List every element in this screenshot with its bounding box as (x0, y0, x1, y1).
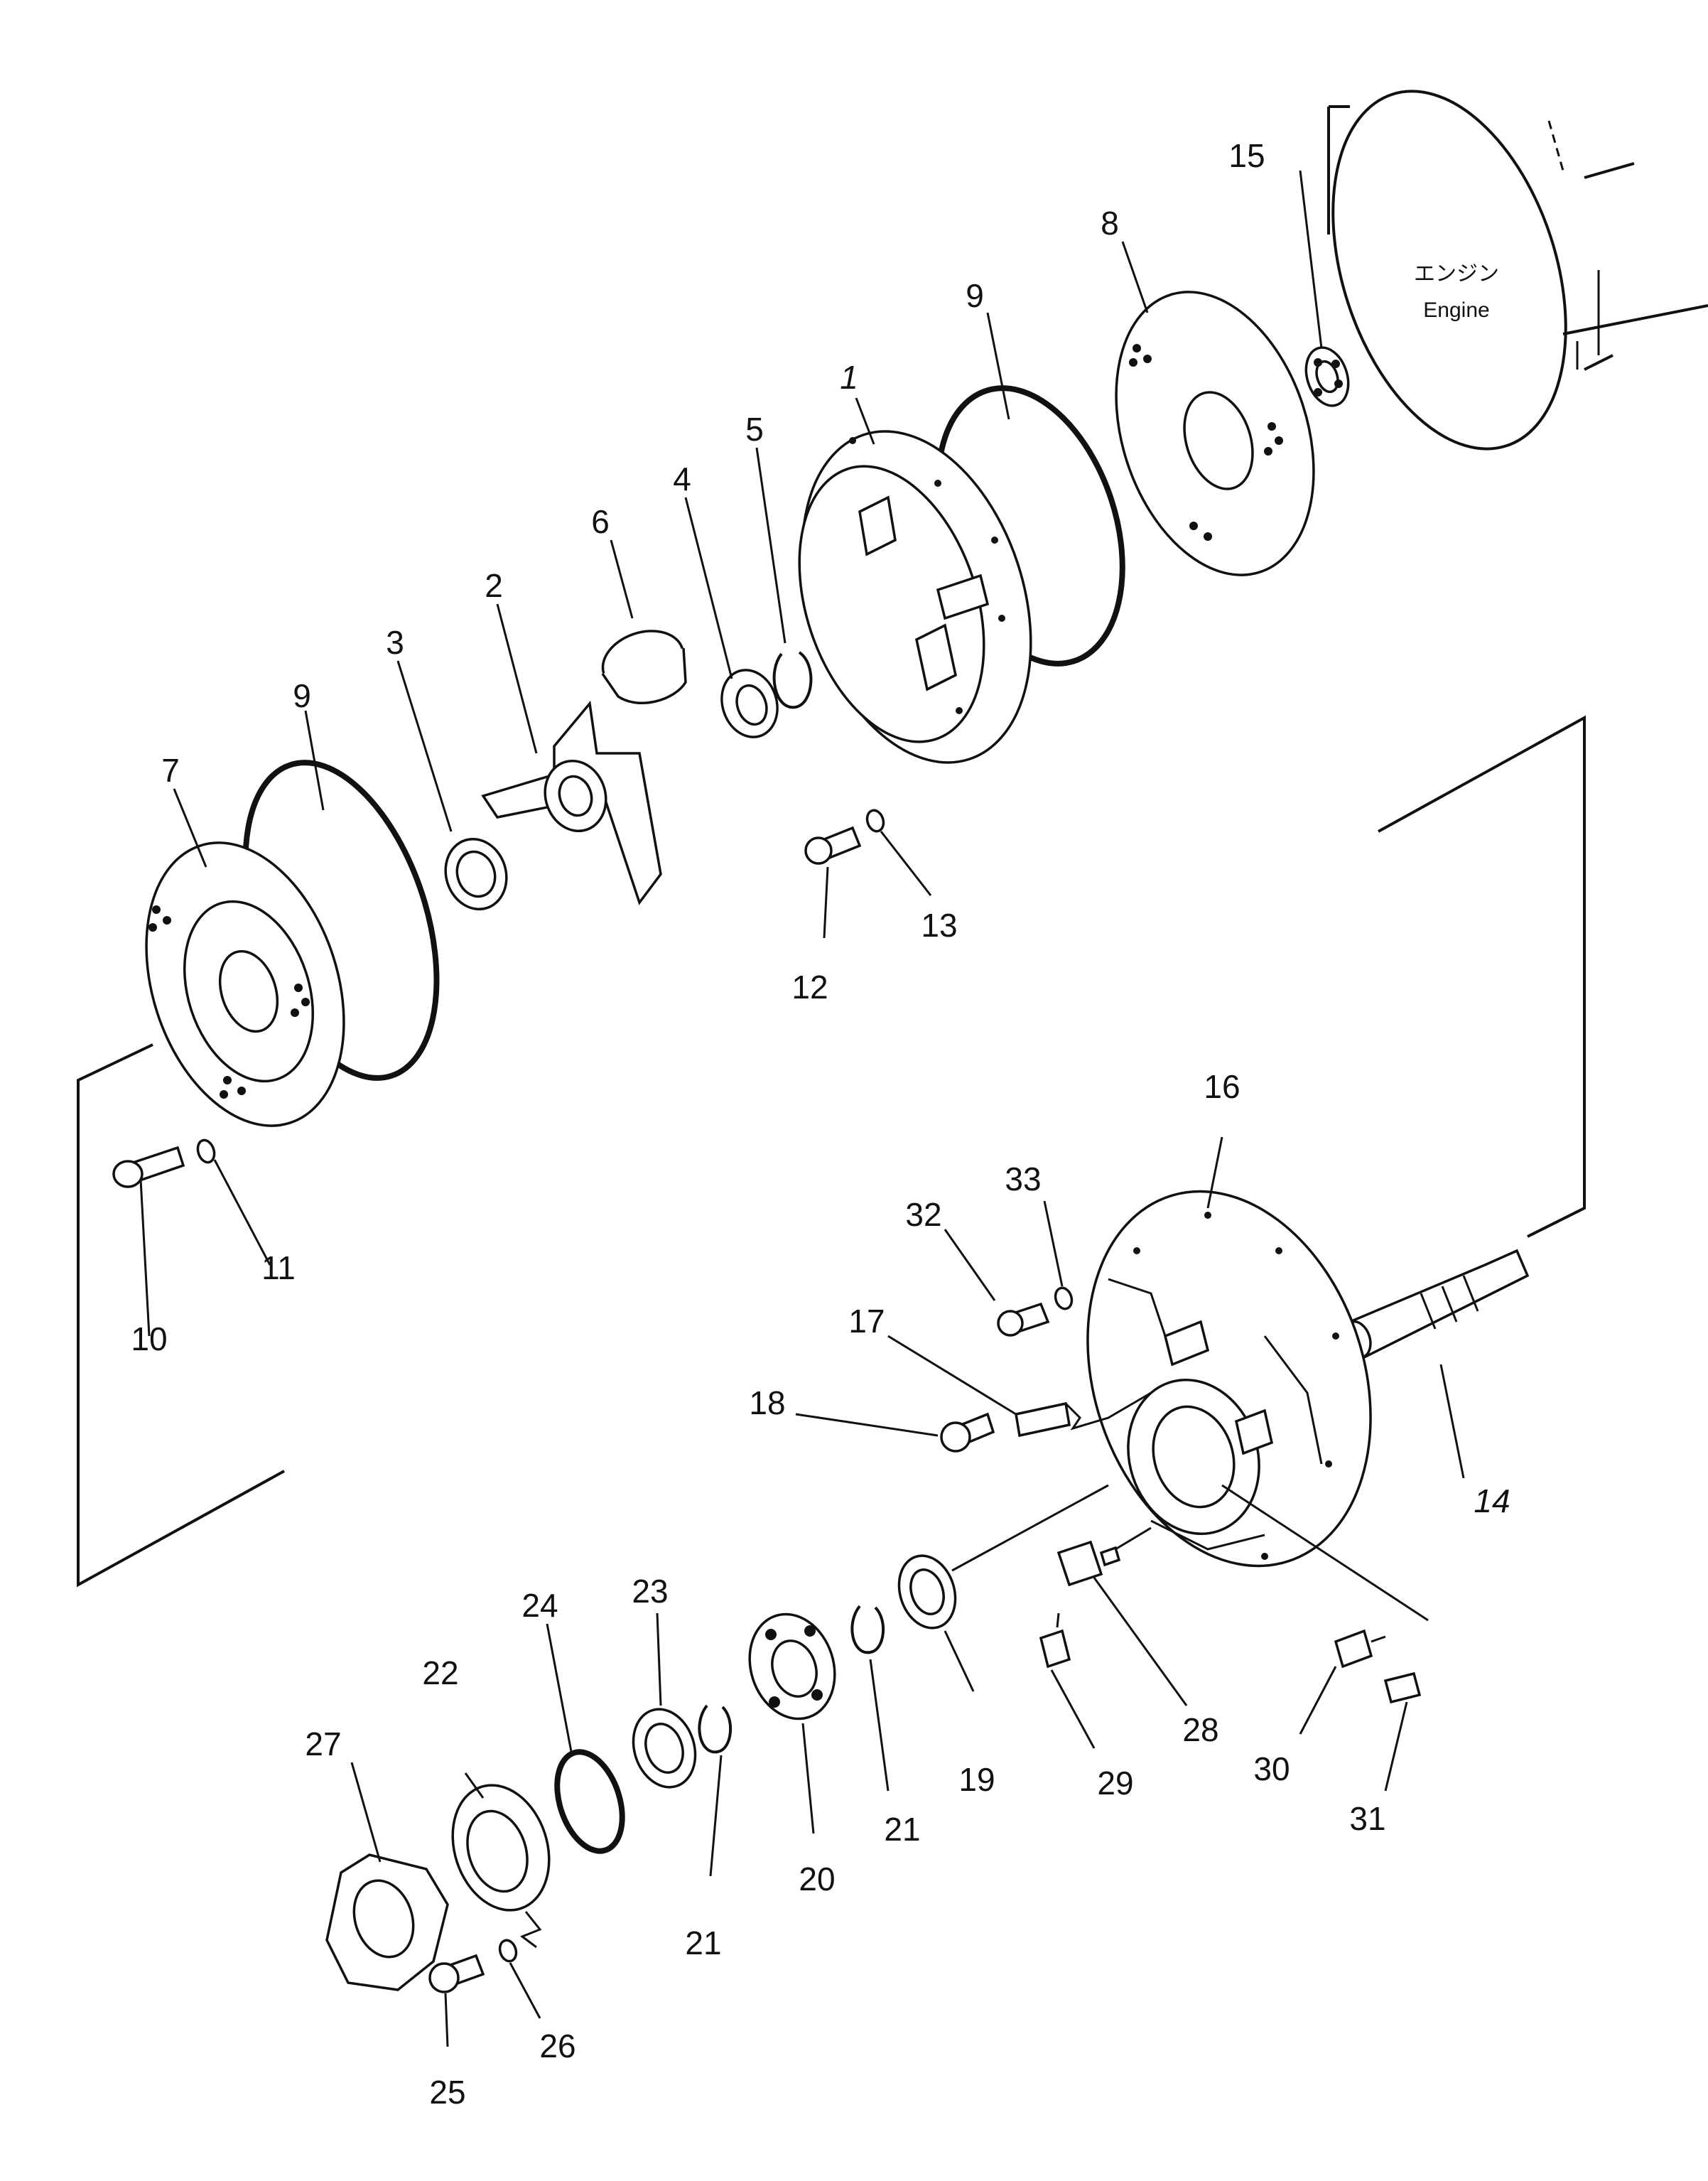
part-21-snap-ring-a (850, 1605, 885, 1654)
callout-27: 27 (305, 1725, 341, 1762)
assembly-bracket-left (77, 1043, 285, 1588)
callout-12: 12 (791, 969, 828, 1006)
part-27-coupling (325, 1853, 449, 1991)
callout-17: 17 (848, 1303, 885, 1340)
part-18-bolt (940, 1412, 995, 1453)
part-1-housing (798, 430, 1032, 764)
part-24-oring (554, 1749, 625, 1854)
engine-label-jp: エンジン (1414, 262, 1499, 286)
part-7-plate (145, 841, 345, 1127)
callout-7: 7 (161, 752, 180, 789)
callout-18: 18 (749, 1384, 785, 1421)
callout-16: 16 (1204, 1068, 1240, 1105)
engine-housing: エンジン Engine (1327, 90, 1708, 451)
leader-16-to-30 (1221, 1484, 1429, 1622)
part-8-plate (1115, 291, 1315, 576)
callout-8: 8 (1101, 205, 1119, 242)
callout-23: 23 (632, 1573, 668, 1610)
callout-26: 26 (539, 2027, 575, 2064)
callout-33: 33 (1005, 1160, 1041, 1197)
callout-22: 22 (422, 1654, 458, 1691)
callout-31: 31 (1349, 1800, 1385, 1837)
leader-28 (1115, 1526, 1152, 1551)
callout-21-b: 21 (685, 1924, 721, 1961)
callout-30: 30 (1253, 1750, 1290, 1787)
part-4-bearing (720, 669, 779, 738)
part-22-cover (451, 1784, 551, 1949)
callout-28: 28 (1182, 1711, 1218, 1748)
callout-11: 11 (261, 1249, 296, 1286)
part-14-shaft (1342, 1249, 1530, 1359)
leader-19 (951, 1484, 1109, 1572)
callout-25: 25 (429, 2074, 465, 2111)
callout-32: 32 (905, 1196, 941, 1233)
assembly-bracket-right (1378, 715, 1586, 1238)
callout-29: 29 (1097, 1765, 1133, 1802)
callout-9-lower: 9 (293, 677, 311, 714)
part-29-fitting (1039, 1612, 1071, 1669)
part-15-bearing (1304, 346, 1350, 407)
part-5-snap-ring (772, 651, 813, 709)
part-28-valve (1056, 1540, 1121, 1587)
part-13-washer (865, 809, 885, 833)
part-23-seal (632, 1708, 697, 1789)
part-2-impeller (481, 700, 662, 905)
leader-17 (1064, 1391, 1152, 1431)
callout-19: 19 (958, 1761, 995, 1798)
part-19-seal (897, 1554, 957, 1630)
part-25-bolt (428, 1954, 485, 1993)
callout-4: 4 (673, 461, 691, 497)
part-21-snap-ring-b (698, 1704, 733, 1754)
callout-labels: 1 2 3 4 5 6 7 8 9 9 10 11 12 13 14 15 16… (131, 137, 1510, 2111)
callout-20: 20 (799, 1860, 835, 1897)
part-10-bolt (112, 1146, 185, 1188)
part-32-bolt (997, 1302, 1050, 1337)
part-11-washer (196, 1138, 216, 1164)
callout-2: 2 (485, 567, 503, 604)
part-20-bearing (748, 1612, 836, 1720)
leader-lines (139, 170, 1465, 2047)
callout-6: 6 (591, 503, 610, 540)
part-26-washer (498, 1939, 518, 1963)
callout-1: 1 (840, 359, 858, 396)
part-3-sleeve (444, 837, 508, 911)
callout-15: 15 (1228, 137, 1265, 174)
part-30-valve (1334, 1629, 1373, 1669)
callout-24: 24 (521, 1587, 558, 1624)
part-17-cover (1014, 1401, 1071, 1438)
callout-14: 14 (1474, 1482, 1510, 1519)
callout-5: 5 (745, 411, 764, 448)
callout-9-upper: 9 (966, 277, 984, 314)
part-12-bolt (804, 826, 862, 865)
callout-13: 13 (921, 907, 957, 944)
part-31-fitting (1383, 1671, 1422, 1704)
part-33-washer (1054, 1286, 1074, 1310)
callout-3: 3 (386, 624, 404, 661)
engine-label-en: Engine (1423, 298, 1489, 322)
callout-10: 10 (131, 1320, 167, 1357)
callout-21-a: 21 (884, 1811, 920, 1848)
part-6-bushing (601, 630, 687, 704)
part-16-pump-body (1086, 1190, 1372, 1568)
part-30-stem (1371, 1635, 1386, 1643)
